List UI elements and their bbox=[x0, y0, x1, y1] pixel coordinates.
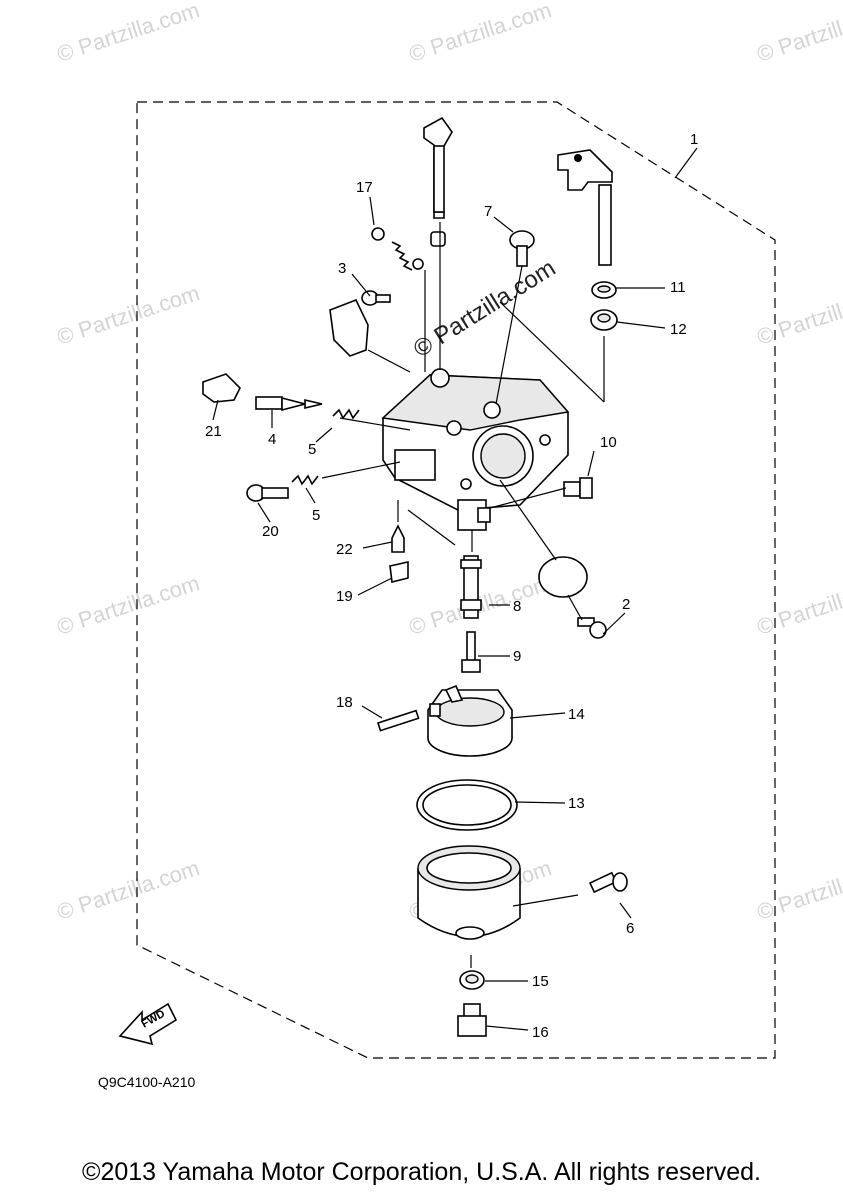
screw-6 bbox=[588, 871, 628, 894]
center-watermark: © Partzilla.com bbox=[409, 254, 560, 363]
pilot-screw bbox=[509, 230, 535, 267]
callout-14: 14 bbox=[568, 706, 585, 723]
washer-11-inner bbox=[597, 285, 611, 293]
copyright-notice: ©2013 Yamaha Motor Corporation, U.S.A. A… bbox=[82, 1158, 761, 1186]
main-nozzle bbox=[460, 555, 482, 619]
gasket-inner bbox=[422, 784, 512, 826]
needle-valve bbox=[391, 524, 405, 553]
callout-11: 11 bbox=[670, 279, 686, 296]
callout-7: 7 bbox=[484, 203, 492, 220]
callout-6: 6 bbox=[626, 920, 634, 937]
ball bbox=[371, 227, 385, 241]
idle-needle bbox=[255, 396, 323, 412]
throttle-plate bbox=[538, 556, 588, 598]
callout-1: 1 bbox=[690, 131, 698, 148]
callout-19: 19 bbox=[336, 588, 353, 605]
callout-22: 22 bbox=[336, 541, 353, 558]
watermark: © Partzilla.com bbox=[754, 280, 843, 350]
float-bowl bbox=[417, 845, 521, 940]
watermark: © Partzilla.com bbox=[54, 855, 203, 925]
callout-2: 2 bbox=[622, 596, 630, 613]
float-clip bbox=[389, 561, 409, 583]
watermark: © Partzilla.com bbox=[54, 280, 203, 350]
jet-holder bbox=[202, 373, 241, 403]
callout-15: 15 bbox=[532, 973, 549, 990]
screw-2 bbox=[577, 617, 607, 639]
callout-13: 13 bbox=[568, 795, 585, 812]
assembly-outline bbox=[136, 101, 776, 1059]
callout-labels: 1 17 7 3 11 12 21 4 5 10 5 20 22 19 2 8 … bbox=[205, 131, 698, 1041]
callout-9: 9 bbox=[513, 648, 521, 665]
fwd-arrow-icon: FWD bbox=[118, 1002, 178, 1046]
callout-12: 12 bbox=[670, 321, 687, 338]
callout-3: 3 bbox=[338, 260, 346, 277]
callout-18: 18 bbox=[336, 694, 353, 711]
callout-20: 20 bbox=[262, 523, 279, 540]
float bbox=[427, 684, 513, 757]
watermark: © Partzilla.com bbox=[54, 570, 203, 640]
spring-5a bbox=[332, 408, 360, 420]
watermark: © Partzilla.com bbox=[754, 855, 843, 925]
fitting-10 bbox=[563, 477, 593, 499]
carburetor-body bbox=[381, 368, 570, 531]
throttle-stop-screw bbox=[430, 231, 446, 247]
callout-17: 17 bbox=[356, 179, 373, 196]
washer-15-inner bbox=[465, 974, 479, 984]
callout-8: 8 bbox=[513, 598, 521, 615]
main-jet bbox=[461, 631, 481, 673]
leader-lines bbox=[212, 147, 698, 1031]
screw-3 bbox=[361, 290, 391, 306]
screw-20 bbox=[246, 484, 289, 502]
callout-16: 16 bbox=[532, 1024, 549, 1041]
choke-shaft bbox=[557, 149, 613, 266]
callout-5b: 5 bbox=[312, 507, 320, 524]
callout-4: 4 bbox=[268, 431, 276, 448]
diagram-code: Q9C4100-A210 bbox=[98, 1074, 196, 1090]
cover-plate bbox=[329, 298, 369, 357]
callout-21: 21 bbox=[205, 423, 222, 440]
watermark: © Partzilla.com bbox=[754, 0, 843, 67]
washer-12-inner bbox=[597, 313, 611, 323]
spring-17 bbox=[391, 241, 413, 271]
watermark: © Partzilla.com bbox=[406, 0, 555, 67]
float-pin bbox=[376, 709, 420, 732]
callout-10: 10 bbox=[600, 434, 617, 451]
spring-cap bbox=[412, 258, 424, 270]
throttle-shaft bbox=[423, 116, 453, 219]
watermark: © Partzilla.com bbox=[54, 0, 203, 67]
drain-bolt bbox=[457, 1003, 487, 1037]
watermark: © Partzilla.com bbox=[754, 570, 843, 640]
callout-5a: 5 bbox=[308, 441, 316, 458]
spring-5b bbox=[291, 474, 319, 486]
